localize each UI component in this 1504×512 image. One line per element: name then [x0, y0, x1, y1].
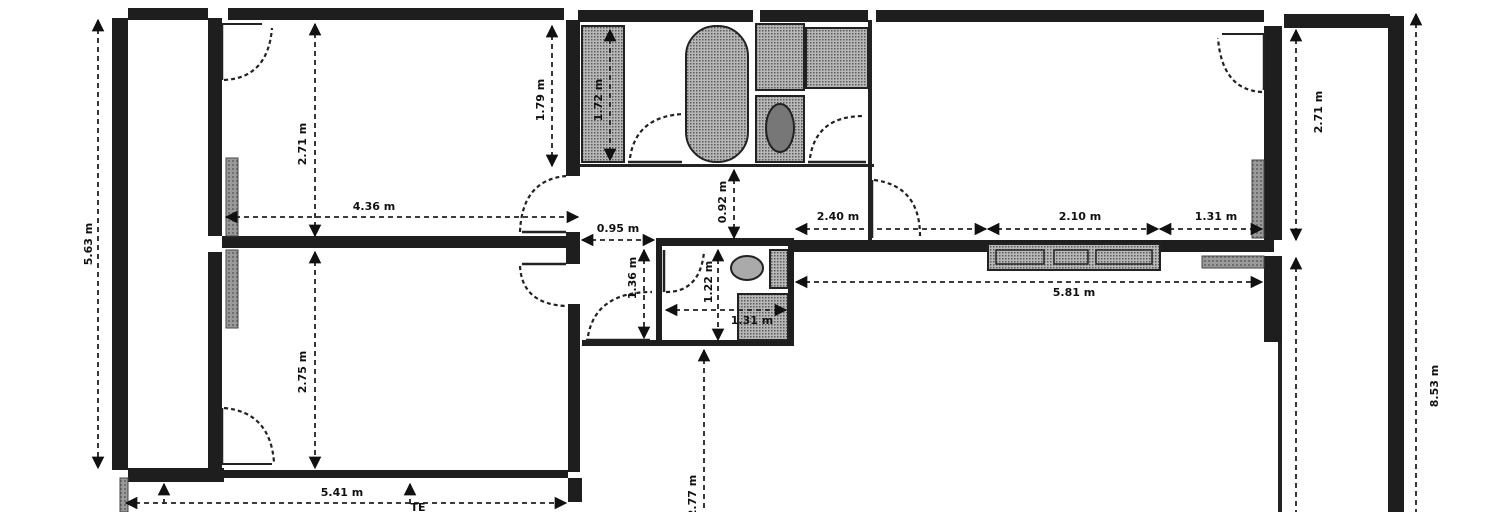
wall-wc-bottom [656, 340, 794, 346]
door-laundry [808, 114, 866, 164]
door-bedroom1 [220, 23, 274, 82]
door-bath [628, 112, 685, 164]
label-hall-width: 0.95 m [597, 222, 639, 235]
door-closet [586, 290, 653, 342]
label-tub-length: 1.72 m [592, 79, 605, 121]
doors [220, 23, 1266, 465]
label-wc-depth: 1.22 m [702, 261, 715, 303]
counter-sink [995, 249, 1045, 265]
counter-hob [1053, 249, 1089, 265]
wall-right-inner-lower [1264, 256, 1282, 342]
wall-left-outer [112, 18, 128, 470]
wall-top-bedroom [228, 8, 564, 20]
wc-handbasin [737, 293, 789, 341]
washbasin-bowl [765, 103, 795, 153]
wall-bath-bottom [578, 164, 874, 167]
counter-body [987, 243, 1161, 271]
radiator-right-room [1251, 159, 1265, 239]
label-bedroom2-depth: 2.75 m [296, 351, 309, 393]
wall-top-right [876, 10, 1264, 22]
label-bath-depth: 1.79 m [534, 79, 547, 121]
wall-hall-left [568, 304, 580, 472]
counter-drainer [1095, 249, 1153, 265]
label-kitchen-gap: 2.40 m [817, 210, 859, 223]
wall-bedroom2-bottom [224, 470, 568, 478]
radiator-bedroom2 [225, 249, 239, 329]
label-overall-height-left: 5.63 m [82, 223, 95, 265]
wall-right-thin [1278, 342, 1282, 512]
label-counter-width: 2.10 m [1059, 210, 1101, 223]
bathtub [581, 25, 625, 163]
kitchen-counter [987, 243, 1161, 271]
radiator-bedroom1 [225, 157, 239, 237]
label-counter-end: 1.31 m [1195, 210, 1237, 223]
wall-top-bath [578, 10, 753, 22]
dimension-lines [91, 12, 1423, 512]
wall-bath-left [566, 20, 580, 176]
label-bottom-cut: TE [410, 501, 425, 512]
wall-wc-top [656, 238, 792, 246]
label-bedroom1-width: 4.36 m [353, 200, 395, 213]
radiators [119, 157, 1265, 512]
wall-stub-bottom [568, 478, 582, 502]
washing-machine [805, 27, 869, 89]
shower-tray-oval [685, 25, 749, 163]
wall-bottom-left [128, 468, 224, 482]
toilet-bowl [730, 255, 764, 281]
door-bedroom2 [220, 406, 276, 465]
label-closet-depth: 1.36 m [626, 257, 639, 299]
door-hall-lower [518, 262, 567, 308]
label-bedroom2-width: 5.41 m [321, 486, 363, 499]
label-corridor-depth: 0.92 m [716, 181, 729, 223]
walls [112, 8, 1404, 512]
wall-top-laundry [760, 10, 868, 22]
radiator-bottom-left [119, 477, 129, 512]
dimension-labels: 5.63 m 4.36 m 2.71 m 2.75 m 5.41 m TE 1.… [82, 79, 1441, 512]
wall-wc-right [788, 238, 794, 346]
radiator-living [1201, 255, 1265, 269]
label-bedroom1-depth: 2.71 m [296, 123, 309, 165]
wall-top-far-right [1284, 14, 1390, 28]
laundry-cabinet [755, 23, 805, 91]
label-lower-partial: 2.77 m [686, 475, 699, 512]
wall-closet-bottom [582, 340, 656, 346]
wall-right-inner-upper [1264, 26, 1282, 240]
label-wc-width: 1.31 m [731, 314, 773, 327]
wall-wc-left [656, 238, 662, 346]
wall-hall-stub [566, 232, 580, 264]
wall-laundry-right [868, 20, 872, 240]
door-wc [662, 250, 706, 294]
toilet-cistern [769, 249, 789, 289]
wall-between-bedrooms [222, 236, 568, 248]
door-hall-upper [518, 174, 567, 234]
wall-top-left [128, 8, 208, 20]
label-overall-height-right: 8.53 m [1428, 365, 1441, 407]
label-living-width: 5.81 m [1053, 286, 1095, 299]
label-right-room-depth: 2.71 m [1312, 91, 1325, 133]
wall-right-outer [1388, 16, 1404, 512]
wall-bedroom2-left [208, 252, 222, 468]
door-right-room [1216, 33, 1266, 94]
wall-bedroom1-left [208, 18, 222, 236]
bathroom-fixtures [581, 23, 869, 341]
